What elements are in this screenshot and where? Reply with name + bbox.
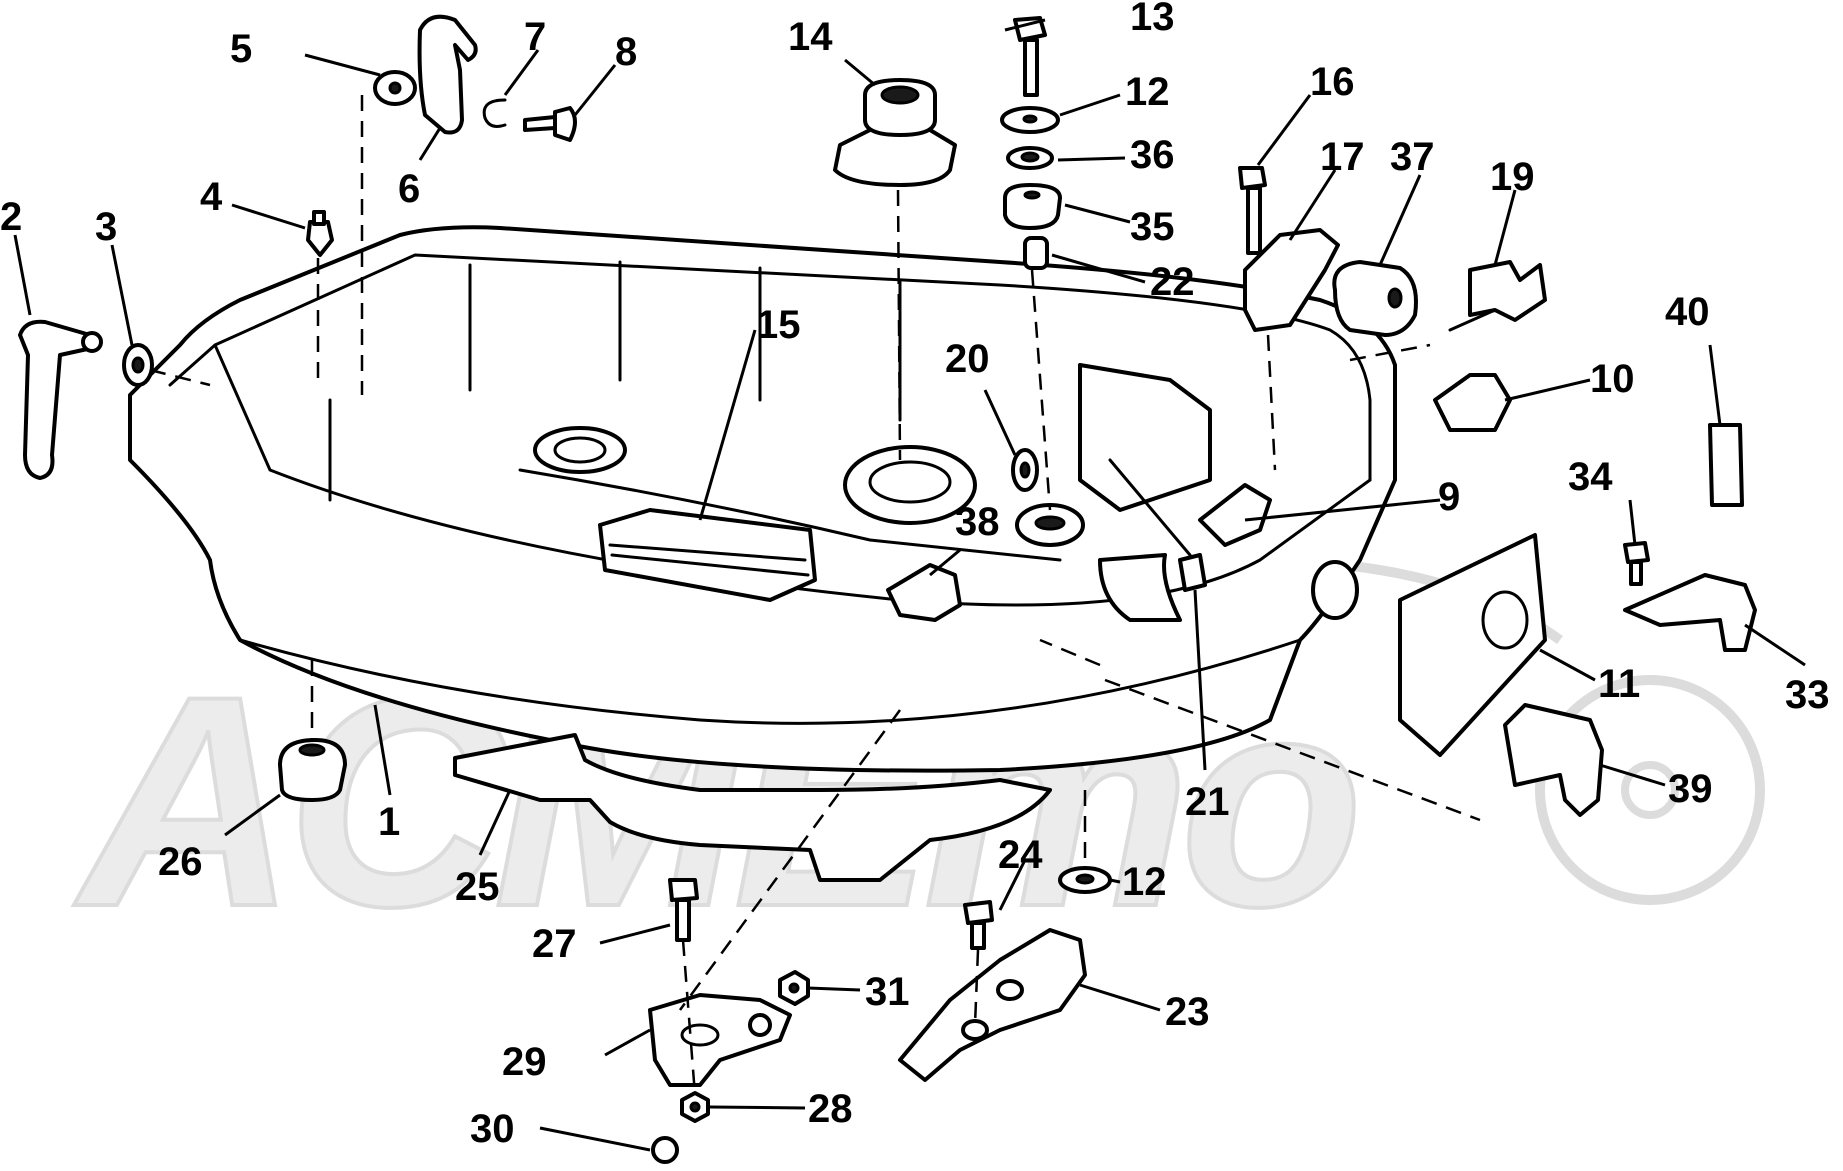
callout-11: 11	[1598, 662, 1640, 706]
grommet-35	[1003, 183, 1062, 230]
fitting-19	[1448, 260, 1547, 332]
block-10	[1433, 373, 1512, 432]
washer-20	[1011, 448, 1039, 492]
washer-5	[373, 70, 417, 106]
callout-21: 21	[1185, 780, 1230, 824]
callout-14: 14	[788, 15, 833, 59]
washer-36	[1006, 146, 1054, 170]
callout-40: 40	[1665, 290, 1710, 334]
seal-strip	[598, 508, 817, 602]
callout-26: 26	[158, 840, 203, 884]
callout-29: 29	[502, 1040, 547, 1084]
nut-31	[778, 970, 810, 1006]
callout-27: 27	[532, 922, 577, 966]
callout-37: 37	[1390, 135, 1435, 179]
callout-labels: 1 2 3 4 5 6 7 8 9 10 11 12 12 13 14 15 1…	[0, 0, 1830, 1151]
callout-7: 7	[524, 15, 546, 59]
washer-12-top	[1000, 106, 1060, 134]
callout-34: 34	[1568, 455, 1613, 499]
callout-1: 1	[378, 800, 400, 844]
grommet	[833, 78, 957, 187]
bracket-29	[648, 993, 792, 1087]
callout-35: 35	[1130, 205, 1175, 249]
callout-38: 38	[955, 500, 1000, 544]
screw-30	[651, 1136, 679, 1164]
plate-11	[1398, 533, 1547, 757]
screw-21	[1108, 458, 1207, 592]
retaining-clip	[482, 98, 507, 128]
leader-lines	[13, 18, 1806, 1152]
watermark-wheel	[1535, 675, 1765, 905]
callout-16: 16	[1310, 60, 1355, 104]
callout-24: 24	[998, 833, 1043, 877]
bolt-27	[668, 878, 699, 942]
assembly-lines	[149, 95, 1481, 1096]
callout-31: 31	[865, 970, 910, 1014]
callout-8: 8	[615, 30, 637, 74]
callout-5: 5	[230, 27, 252, 71]
callout-6: 6	[398, 167, 420, 211]
callout-13: 13	[1130, 0, 1175, 39]
callout-30: 30	[470, 1107, 515, 1151]
clip-40	[1708, 423, 1744, 507]
bolt-16	[1238, 166, 1267, 255]
washer-3	[122, 343, 154, 387]
bracket-23	[898, 928, 1087, 1082]
screw-34	[1623, 541, 1650, 586]
screw-8	[523, 106, 577, 142]
callout-12-bottom: 12	[1122, 860, 1167, 904]
latch-bracket-9	[1198, 483, 1272, 547]
grommet-26	[278, 738, 347, 802]
callout-4: 4	[200, 175, 223, 219]
callout-17: 17	[1320, 135, 1365, 179]
callout-10: 10	[1590, 357, 1635, 401]
bushing-37	[1332, 260, 1418, 337]
callout-19: 19	[1490, 155, 1535, 199]
callout-39: 39	[1668, 767, 1713, 811]
callout-28: 28	[808, 1087, 853, 1131]
bracket-33	[1623, 573, 1757, 652]
grease-fitting	[306, 210, 334, 257]
callout-15: 15	[756, 303, 801, 347]
screw-24	[963, 900, 994, 950]
callout-12-top: 12	[1125, 70, 1170, 114]
callout-2: 2	[0, 195, 22, 239]
clip-38	[886, 563, 962, 622]
callout-25: 25	[455, 865, 500, 909]
bracket-39	[1503, 703, 1604, 817]
nut-28	[680, 1091, 710, 1123]
callout-3: 3	[95, 205, 117, 249]
cover-seal	[453, 733, 1052, 882]
callout-23: 23	[1165, 990, 1210, 1034]
callout-9: 9	[1438, 475, 1460, 519]
callout-22: 22	[1150, 260, 1195, 304]
callout-33: 33	[1785, 673, 1830, 717]
lower-motor-cover	[128, 225, 1397, 773]
sleeve-22	[1023, 236, 1049, 270]
callout-20: 20	[945, 337, 990, 381]
latch-hook	[417, 14, 478, 135]
washer-12-bottom	[1058, 866, 1112, 894]
lever	[18, 319, 103, 480]
callout-36: 36	[1130, 133, 1175, 177]
bolt-13	[1013, 16, 1047, 97]
